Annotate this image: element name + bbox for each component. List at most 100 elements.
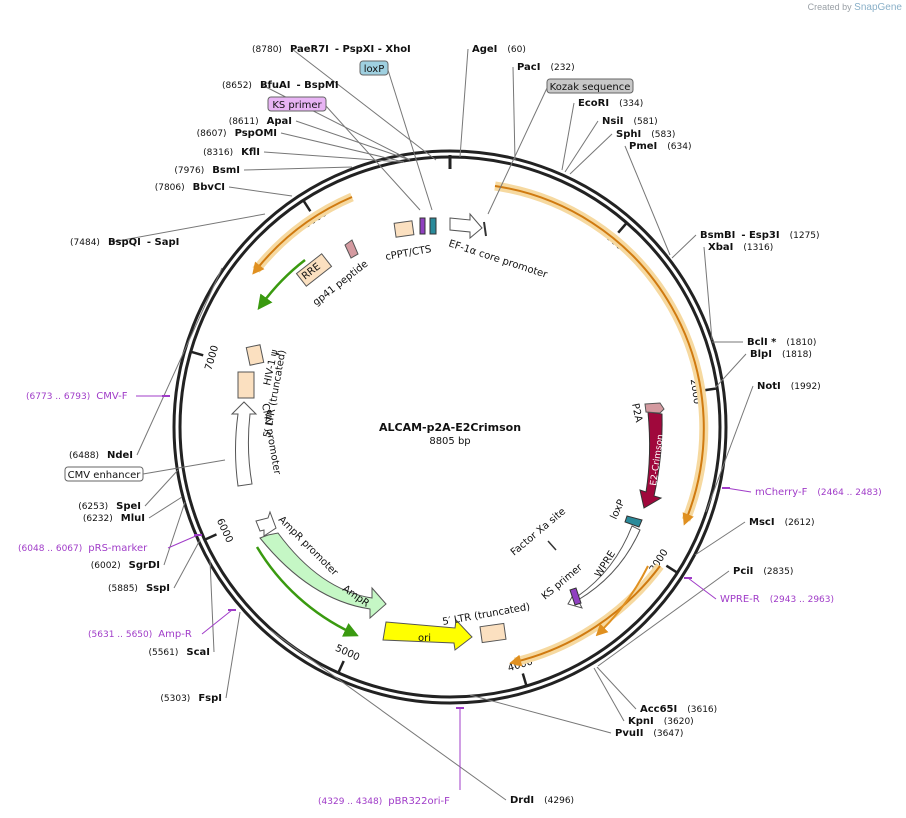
enzyme-label-bsmi: (7976)BsmI (174, 165, 240, 176)
enzyme-leader-bbvci (228, 186, 293, 197)
kozak-boxed-bg (546, 78, 634, 94)
wpre-orange-arc-highlight (513, 563, 664, 667)
ampr-promoter-arrow (255, 510, 277, 537)
cmv-enhancer-leader (142, 459, 226, 475)
enzyme-name-msci: MscI (749, 517, 775, 528)
ltr-box-bottom (479, 622, 507, 644)
primer-label-prsmarker: (6048 .. 6067)pRS-marker (18, 543, 148, 554)
ltr-box-left (237, 371, 255, 399)
ori-arrow (382, 618, 473, 651)
ef1a-orange-arc (494, 185, 705, 526)
primer-leader-prsmarker (167, 534, 199, 549)
enzyme-label-bsmbi: BsmBI- Esp3I(1275) (700, 230, 820, 241)
enzyme-label-xbai: XbaI(1316) (708, 242, 773, 253)
rre-box (295, 253, 333, 287)
factorxa-mark (547, 540, 557, 551)
enzyme-label-sphi: SphI(583) (616, 129, 675, 140)
enzyme-leader-kpni (593, 667, 625, 722)
enzyme-name-pspomi: PspOMI (235, 128, 277, 139)
loxp-leader (387, 69, 433, 211)
enzyme-label-pvuii: PvuII(3647) (615, 728, 683, 739)
plasmid-size: 8805 bp (429, 436, 470, 447)
tick-label-7000: 7000 (203, 344, 221, 372)
enzyme-label-scai: (5561)ScaI (148, 647, 210, 658)
primer-label-cmvf: (6773 .. 6793)CMV-F (26, 391, 128, 402)
ampr-arrow (259, 532, 387, 620)
ef1a-label: EF-1α core promoter (447, 238, 549, 281)
enzyme-name-sgrdi: SgrDI (129, 560, 160, 571)
tick-2000 (704, 387, 718, 392)
tick-3000 (665, 564, 678, 574)
credit-prefix: Created by (807, 2, 852, 12)
tick-label-5000: 5000 (333, 643, 361, 664)
enzyme-leader-scai (209, 559, 215, 653)
ef1a-arrow (449, 212, 483, 240)
snapgene-logo-text: SnapGene (854, 2, 902, 13)
primer-label-pbr322orif: (4329 .. 4348)pBR322ori-F (318, 796, 450, 807)
enzyme-leader-noti (705, 385, 754, 513)
factorxa-label: Factor Xa site (509, 506, 568, 558)
enzyme-leader-sgrdi (163, 501, 186, 566)
green-arc-left (257, 259, 306, 311)
enzyme-label-nsii: NsiI(581) (602, 116, 658, 127)
enzyme-label-bfuai: (8652)BfuAI- BspMI (222, 80, 339, 91)
enzyme-name-blpi: BlpI (750, 349, 772, 360)
enzyme-leader-drdi (269, 629, 507, 801)
enzyme-label-kfli: (8316)KflI (203, 147, 260, 158)
ltr-orange-arc-highlight (252, 192, 354, 273)
enzyme-leader-pcii (597, 570, 730, 667)
kozak-boxed-label: Kozak sequence (550, 82, 631, 93)
p2a-label: P2A (629, 402, 644, 423)
enzyme-label-pcii: PciI(2835) (733, 566, 793, 577)
enzyme-name-mlui: MluI (121, 513, 145, 524)
tick-1000 (617, 222, 628, 234)
tick-8000 (302, 199, 312, 212)
loxp-inner-label: loxP (609, 498, 628, 521)
loxp-inner-box (624, 515, 643, 528)
enzyme-label-bspqi: (7484)BspQI- SapI (70, 237, 179, 248)
loxp-boxed-bg (359, 60, 389, 76)
tick-label-6000: 6000 (214, 517, 235, 545)
cmv-promoter-arrow (230, 401, 258, 487)
enzyme-label-paci: PacI(232) (517, 62, 575, 73)
enzyme-leader-lines (111, 48, 754, 801)
enzyme-leader-ecori (561, 102, 575, 171)
enzyme-leader-spei (144, 469, 179, 507)
kozak-leader (487, 87, 548, 215)
enzyme-leader-ndei (136, 267, 223, 456)
tick-7000 (190, 350, 204, 357)
primer-label-wprer: WPRE-R(2943 .. 2963) (720, 594, 834, 605)
enzyme-leader-pvuii (469, 694, 612, 734)
enzyme-name-apai: ApaI (267, 116, 292, 127)
enzyme-label-sgrdi: (6002)SgrDI (91, 560, 160, 571)
cppt-label: cPPT/CTS (385, 244, 433, 263)
wpre-orange-arc (509, 565, 661, 667)
ampr-green-arc (255, 546, 359, 637)
enzyme-name-bbvci: BbvCI (193, 182, 225, 193)
enzyme-name-bsmbi: BsmBI (700, 230, 735, 241)
enzyme-name-acc65i: Acc65I (640, 704, 677, 715)
ks-primer-inner-mark (569, 587, 582, 606)
p2a-box (644, 402, 665, 414)
boxed-label-leaders (142, 69, 548, 475)
enzyme-label-mlui: (6232)MluI (83, 513, 145, 524)
enzyme-leader-agei (459, 48, 469, 158)
enzyme-leader-msci (694, 521, 746, 556)
enzyme-name-ecori: EcoRI (578, 98, 609, 109)
enzyme-name-fspi: FspI (198, 693, 222, 704)
enzyme-label-ndei: (6488)NdeI (69, 450, 133, 461)
enzyme-leader-apai (295, 120, 411, 161)
enzyme-label-bbvci: (7806)BbvCI (155, 182, 225, 193)
ks-primer-boxed-label: KS primer (272, 100, 322, 111)
backbone-outer (172, 149, 728, 705)
enzyme-leader-sphi (569, 133, 613, 175)
enzyme-leader-bsmi (243, 166, 353, 171)
enzyme-leader-bspqi (111, 213, 266, 243)
enzyme-label-apai: (8611)ApaI (229, 116, 292, 127)
ks-leader (325, 105, 421, 211)
enzyme-name-sphi: SphI (616, 129, 641, 140)
enzyme-name-bsmi: BsmI (212, 165, 240, 176)
enzyme-name-pcii: PciI (733, 566, 753, 577)
enzyme-leader-acc65i (596, 666, 637, 710)
